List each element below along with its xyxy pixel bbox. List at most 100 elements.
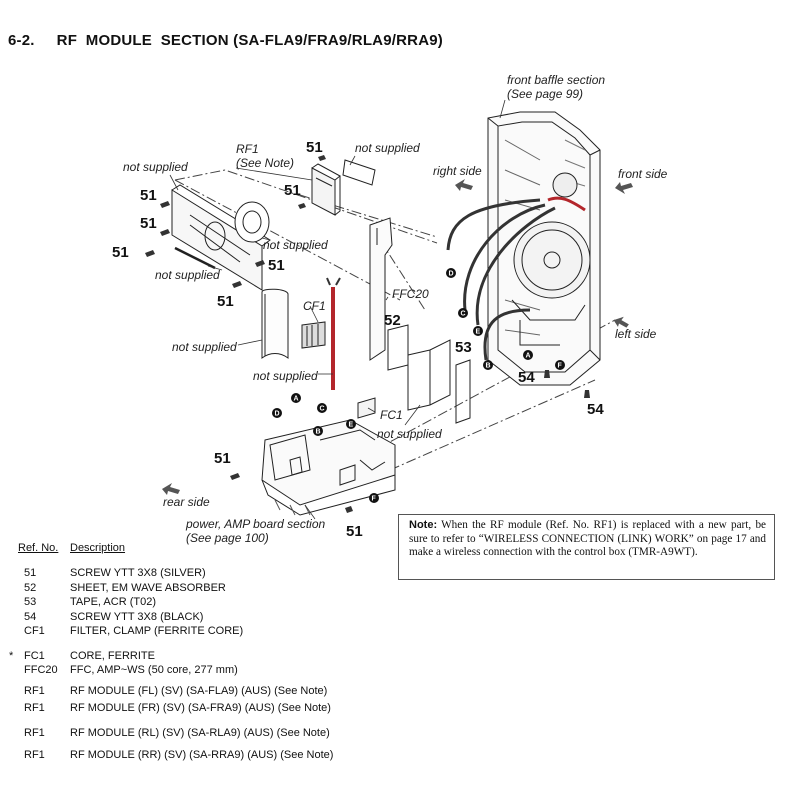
cable-b (483, 308, 531, 361)
power-amp-board (261, 419, 396, 516)
new-part-mark: * (9, 649, 14, 662)
power-amp-label: power, AMP board section (185, 517, 326, 531)
rf1-module (311, 163, 341, 216)
part-ref: RF1 (24, 702, 45, 714)
ref-51: 51 (217, 293, 234, 310)
screw-51-icon (160, 201, 170, 208)
guide-line (174, 179, 401, 301)
parts-row: * FC1 CORE, FERRITE (9, 649, 333, 664)
section-number: 6-2. (8, 32, 35, 49)
connector-d-icon: D (446, 268, 456, 278)
screw-51-icon (318, 155, 326, 161)
parts-row: FFC20 FFC, AMP~WS (50 core, 277 mm) (18, 663, 333, 678)
parts-row: RF1 RF MODULE (FR) (SV) (SA-FRA9) (AUS) (… (18, 701, 333, 716)
fc1-label: FC1 (380, 408, 403, 422)
part-ref: 54 (24, 610, 37, 623)
connector-c-icon: C (317, 403, 327, 413)
power-amp-page: (See page 100) (186, 531, 269, 545)
front-baffle-label: front baffle section (507, 73, 605, 87)
cable-d (446, 198, 541, 251)
part-description: RF MODULE (RR) (SV) (SA-RRA9) (AUS) (See… (70, 749, 334, 761)
not-supplied-label: not supplied (377, 427, 442, 441)
red-cable (547, 196, 586, 212)
part-description: CORE, FERRITE (70, 649, 155, 662)
part-description: FILTER, CLAMP (FERRITE CORE) (70, 625, 244, 637)
svg-text:C: C (320, 406, 325, 413)
tape-53 (455, 359, 471, 424)
screw-51-icon (232, 281, 242, 288)
rf1-label: RF1 (236, 142, 259, 156)
sleeve-part (261, 288, 289, 359)
leader-lines (169, 99, 506, 520)
left-side-label: left side (615, 327, 657, 341)
ref-51: 51 (140, 215, 157, 232)
part-ref: RF1 (24, 726, 45, 739)
part-description: SCREW YTT 3X8 (BLACK) (70, 610, 204, 623)
ref-51: 51 (140, 187, 157, 204)
not-supplied-label: not supplied (355, 141, 420, 155)
part-description: SCREW YTT 3X8 (SILVER) (70, 567, 206, 579)
screw-51-icon (145, 250, 155, 257)
not-supplied-label: not supplied (155, 268, 220, 282)
part-ref: 51 (24, 567, 37, 579)
note-box: Note: When the RF module (Ref. No. RF1) … (398, 514, 775, 580)
part-description: SHEET, EM WAVE ABSORBER (70, 581, 226, 594)
screw-51-icon (160, 229, 170, 236)
screw-51-icon (345, 506, 353, 513)
part-description: RF MODULE (FR) (SV) (SA-FRA9) (AUS) (See… (70, 702, 331, 714)
part-ref: FC1 (24, 649, 45, 662)
section-title: RF MODULE SECTION (SA-FLA9/FRA9/RLA9/RRA… (56, 32, 443, 49)
part-ref: CF1 (24, 625, 45, 637)
not-supplied-label: not supplied (263, 238, 328, 252)
svg-text:F: F (372, 496, 377, 503)
cabinet-cables (446, 198, 556, 361)
rear-side-label: rear side (163, 495, 210, 509)
ref-54: 54 (518, 369, 535, 386)
front-side-label: front side (618, 167, 668, 181)
front-baffle-page: (See page 99) (507, 87, 583, 101)
connector-e-icon: E (346, 419, 356, 429)
ref-no-header: Ref. No. (18, 542, 59, 554)
rf1-note-label: (See Note) (236, 156, 294, 170)
guide-line (389, 379, 596, 471)
note-text: When the RF module (Ref. No. RF1) is rep… (409, 519, 766, 558)
not-supplied-label: not supplied (123, 160, 188, 174)
cable-e (475, 206, 556, 326)
part-ref: RF1 (24, 749, 45, 761)
parts-row: CF1 FILTER, CLAMP (FERRITE CORE) (18, 624, 333, 639)
part-ref: RF1 (24, 684, 45, 697)
connector-b-icon: B (483, 360, 493, 370)
part-description: RF MODULE (FL) (SV) (SA-FLA9) (AUS) (See… (70, 684, 328, 697)
arrow-rear-side-icon (162, 483, 180, 495)
connector-f-icon: F (369, 493, 379, 503)
part-ref: FFC20 (24, 664, 58, 676)
parts-row: 54 SCREW YTT 3X8 (BLACK) (18, 610, 333, 625)
ref-54: 54 (587, 401, 604, 418)
svg-text:E: E (476, 329, 481, 336)
arrow-right-side-icon (455, 179, 473, 191)
ring-part (234, 201, 270, 243)
parts-row: RF1 RF MODULE (RR) (SV) (SA-RRA9) (AUS) (… (18, 748, 333, 763)
parts-row: RF1 RF MODULE (FL) (SV) (SA-FLA9) (AUS) (… (18, 684, 333, 699)
parts-list: Ref. No. Description 51 SCREW YTT 3X8 (SI… (9, 542, 333, 763)
sheet-52 (387, 324, 409, 371)
ref-52: 52 (384, 312, 401, 329)
parts-row: 52 SHEET, EM WAVE ABSORBER (18, 581, 333, 596)
ffc20-cable (369, 217, 393, 361)
cf1-label: CF1 (303, 299, 326, 313)
part-ref: 52 (24, 581, 37, 594)
guide-line (374, 319, 616, 451)
connector-f-icon: F (555, 360, 565, 370)
not-supplied-label: not supplied (172, 340, 237, 354)
ref-51: 51 (268, 257, 285, 274)
cf1-ferrite-clamp (301, 321, 326, 349)
svg-text:B: B (486, 363, 491, 370)
ref-51: 51 (214, 450, 231, 467)
right-side-label: right side (433, 164, 482, 178)
not-supplied-label: not supplied (253, 369, 318, 383)
description-header: Description (70, 542, 126, 554)
ref-51: 51 (306, 139, 323, 156)
part-description: FFC, AMP~WS (50 core, 277 mm) (70, 664, 238, 676)
